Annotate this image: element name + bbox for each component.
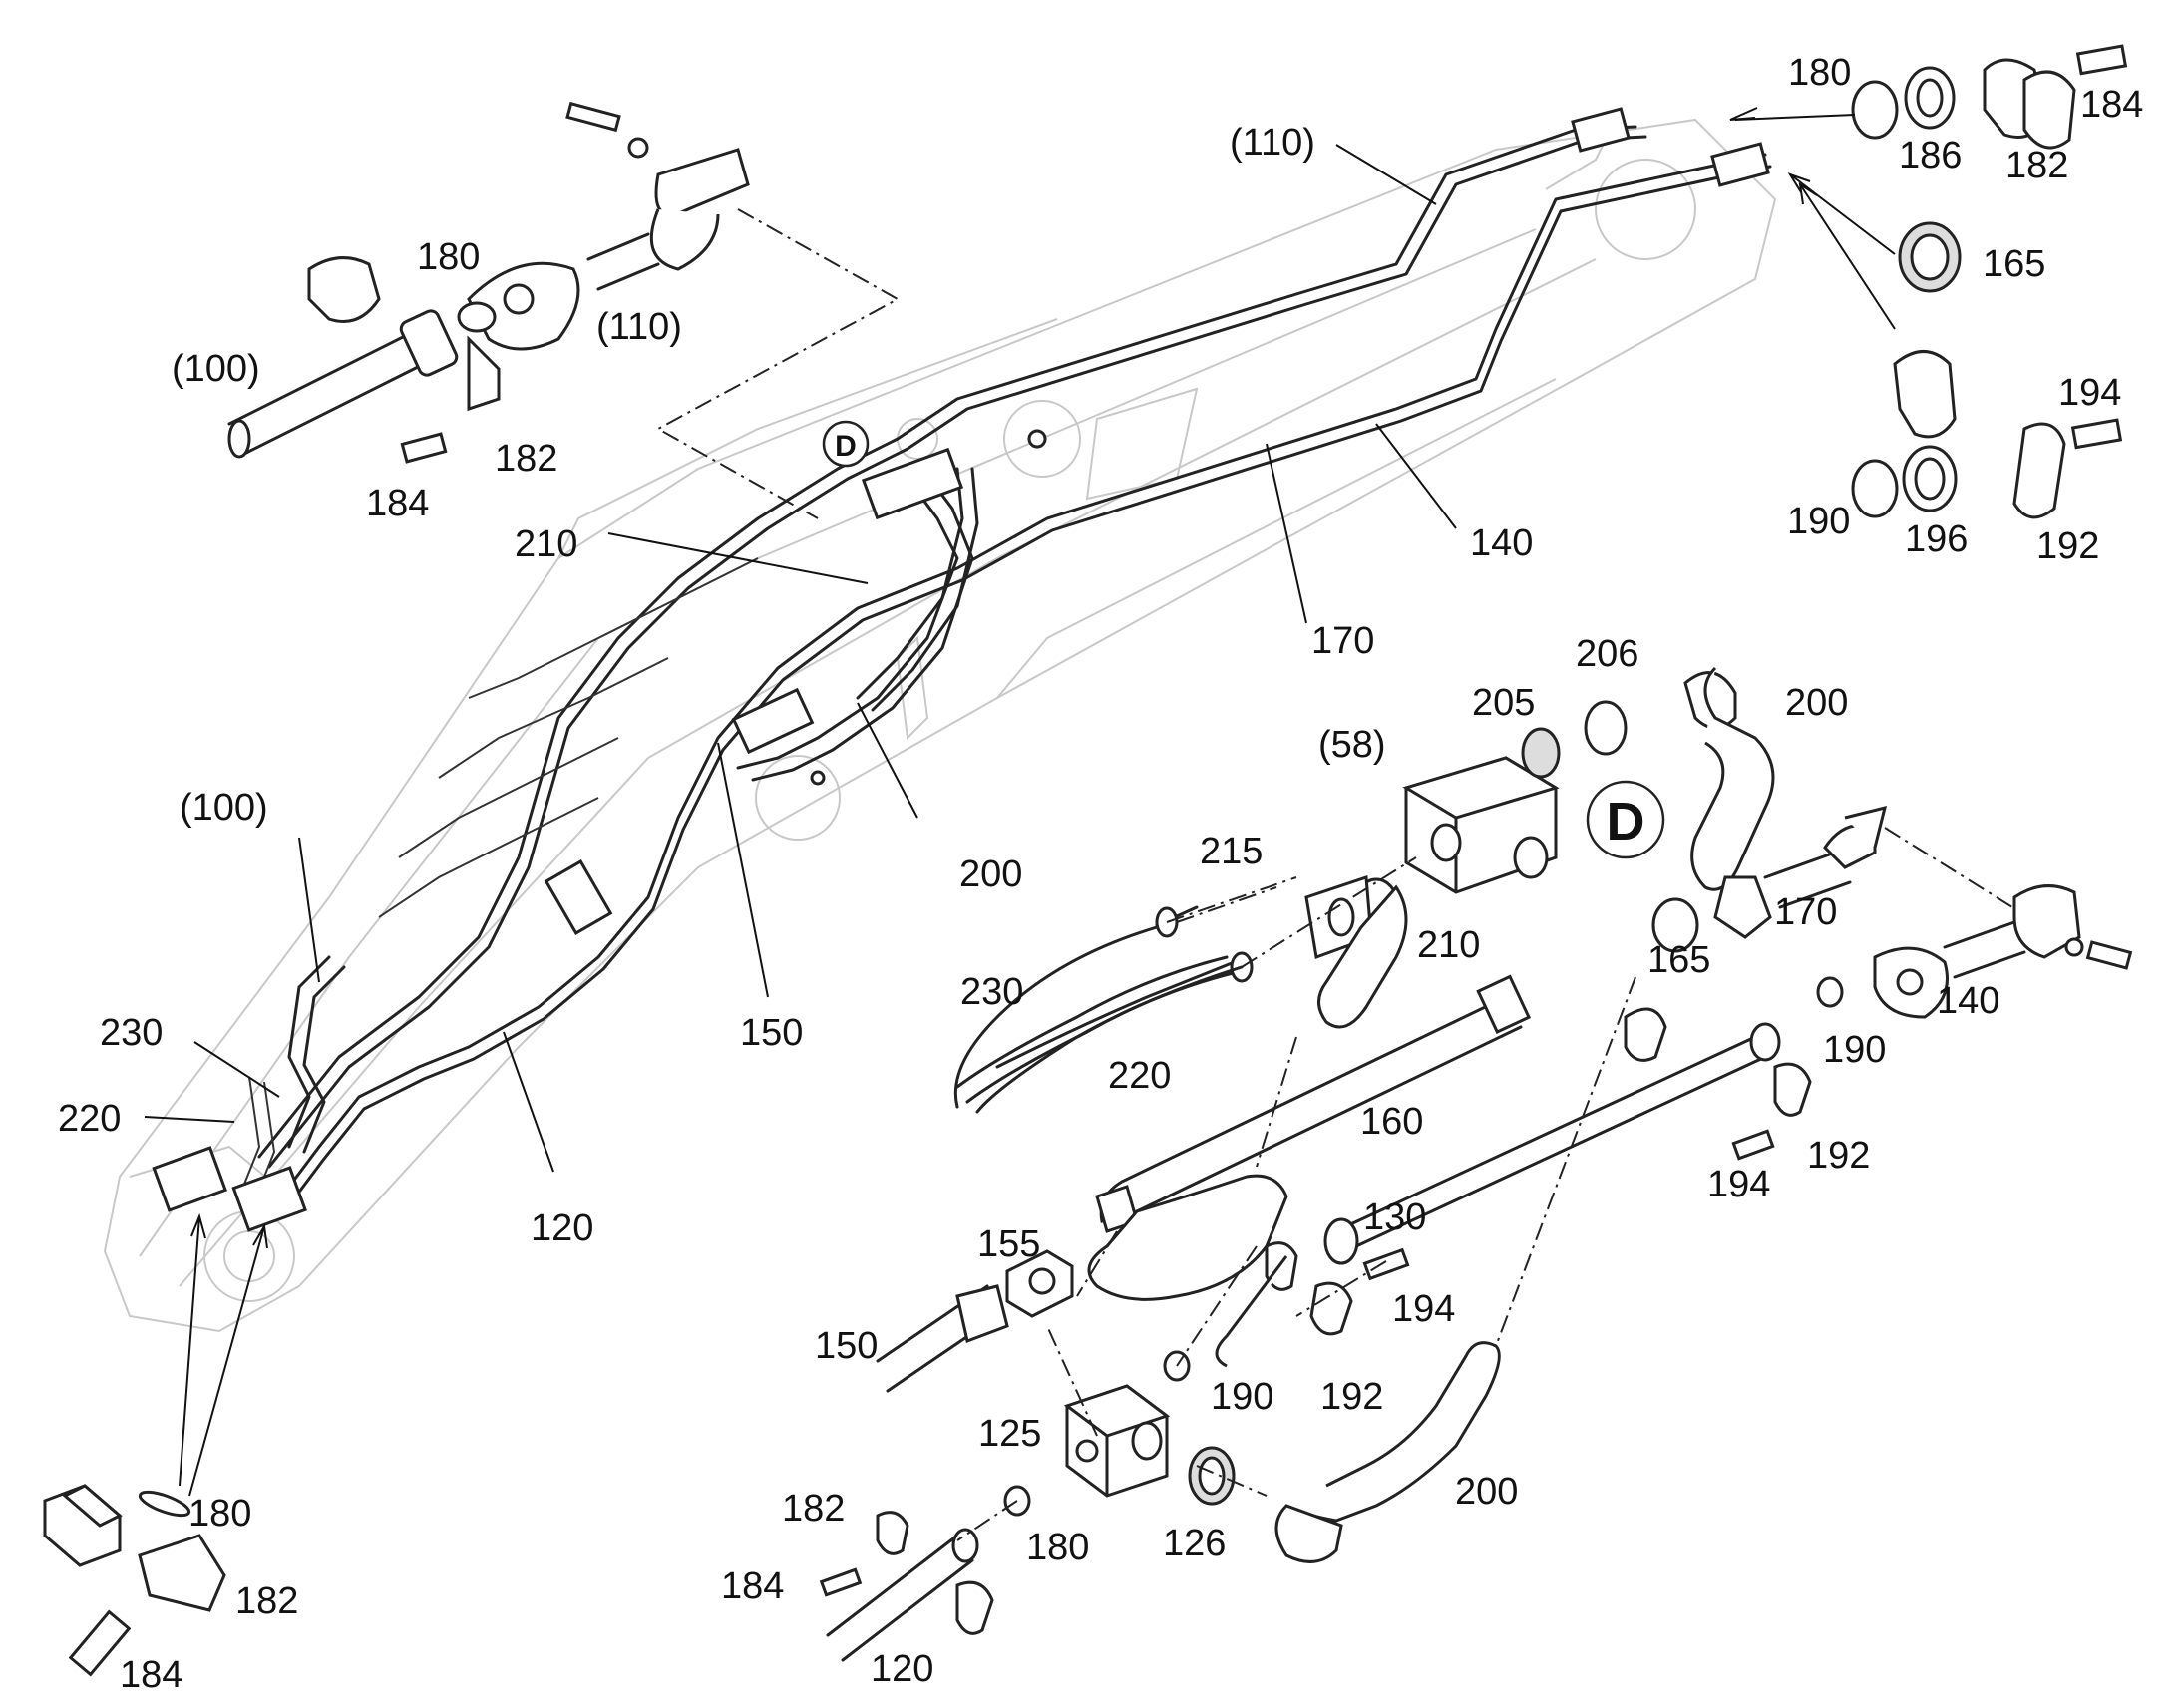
- detail-pipes-170-140: [1651, 805, 2133, 1019]
- label-205: 205: [1472, 682, 1535, 724]
- label-180-top-left: 180: [417, 236, 480, 278]
- label-100-top-left: (100): [172, 348, 260, 390]
- boom-pipes: [152, 107, 1772, 1232]
- label-184-top-left: 184: [366, 483, 429, 524]
- label-220-left: 220: [58, 1098, 121, 1140]
- label-184-top-right: 184: [2080, 84, 2143, 126]
- label-192-lower: 192: [1320, 1376, 1383, 1418]
- label-192-right: 192: [1807, 1135, 1870, 1177]
- label-100-left: (100): [180, 787, 268, 829]
- label-170-right: 170: [1774, 891, 1837, 933]
- label-110-top: (110): [1230, 122, 1315, 164]
- label-200-right: 200: [1785, 682, 1848, 724]
- label-200-middle: 200: [959, 854, 1022, 895]
- leader-lines: [144, 144, 1457, 1173]
- label-220-right: 220: [1108, 1055, 1171, 1097]
- callout-d-small-text: D: [835, 430, 857, 463]
- label-165-top-right: 165: [1983, 243, 2045, 285]
- label-58: (58): [1318, 724, 1386, 766]
- label-190-top-right: 190: [1787, 501, 1850, 542]
- callout-d-small: D: [822, 420, 870, 468]
- label-140-upper: 140: [1470, 522, 1533, 564]
- label-140-right: 140: [1937, 980, 1999, 1022]
- label-130: 130: [1363, 1196, 1426, 1238]
- part-labels: (100) 180 (110) 182 184 (110) 180 186 18…: [58, 52, 2143, 1696]
- label-150-lower: 150: [815, 1325, 878, 1367]
- label-184-bottom-left: 184: [120, 1654, 182, 1696]
- label-150-upper: 150: [740, 1012, 803, 1054]
- label-182-lower: 182: [782, 1488, 845, 1530]
- label-110-top-left: (110): [596, 306, 682, 348]
- label-120-lower: 120: [871, 1648, 933, 1690]
- label-180-top-right: 180: [1788, 52, 1851, 94]
- label-155: 155: [977, 1223, 1040, 1265]
- detail-top-left: [227, 101, 901, 519]
- label-125: 125: [978, 1413, 1041, 1455]
- label-192-top-right: 192: [2036, 525, 2099, 567]
- label-165-right: 165: [1647, 939, 1710, 981]
- label-180-lower: 180: [1026, 1527, 1089, 1568]
- detail-lines-230-220: [953, 886, 1277, 1114]
- label-190-lower: 190: [1211, 1376, 1273, 1418]
- label-206: 206: [1576, 633, 1638, 675]
- label-196: 196: [1905, 518, 1968, 560]
- label-230-left: 230: [100, 1012, 163, 1054]
- label-230-right: 230: [960, 971, 1023, 1013]
- label-170-upper: 170: [1311, 620, 1374, 662]
- label-120-upper: 120: [531, 1207, 593, 1249]
- label-215: 215: [1200, 831, 1263, 872]
- label-126: 126: [1163, 1523, 1226, 1564]
- label-182-top-right: 182: [2005, 145, 2068, 186]
- label-186: 186: [1899, 135, 1962, 176]
- label-180-bottom-left: 180: [188, 1493, 251, 1535]
- detail-bottom-left: [43, 1212, 268, 1677]
- label-194-lower: 194: [1392, 1288, 1455, 1330]
- detail-top-right: [1729, 44, 2128, 519]
- label-200-lower: 200: [1455, 1471, 1518, 1513]
- label-194-top-right: 194: [2058, 372, 2121, 414]
- label-194-right: 194: [1707, 1164, 1770, 1205]
- label-182-top-left: 182: [495, 438, 557, 480]
- label-160: 160: [1360, 1101, 1423, 1143]
- callout-d-large: D: [1586, 780, 1665, 859]
- detail-block-d: [955, 666, 1775, 1104]
- detail-lower-right: [819, 974, 1812, 1662]
- label-210-right: 210: [1417, 924, 1480, 966]
- label-210-upper: 210: [515, 523, 577, 565]
- callout-d-large-text: D: [1607, 792, 1645, 852]
- label-182-bottom-left: 182: [235, 1580, 298, 1622]
- label-190-right: 190: [1823, 1029, 1886, 1071]
- label-184-lower: 184: [721, 1565, 784, 1607]
